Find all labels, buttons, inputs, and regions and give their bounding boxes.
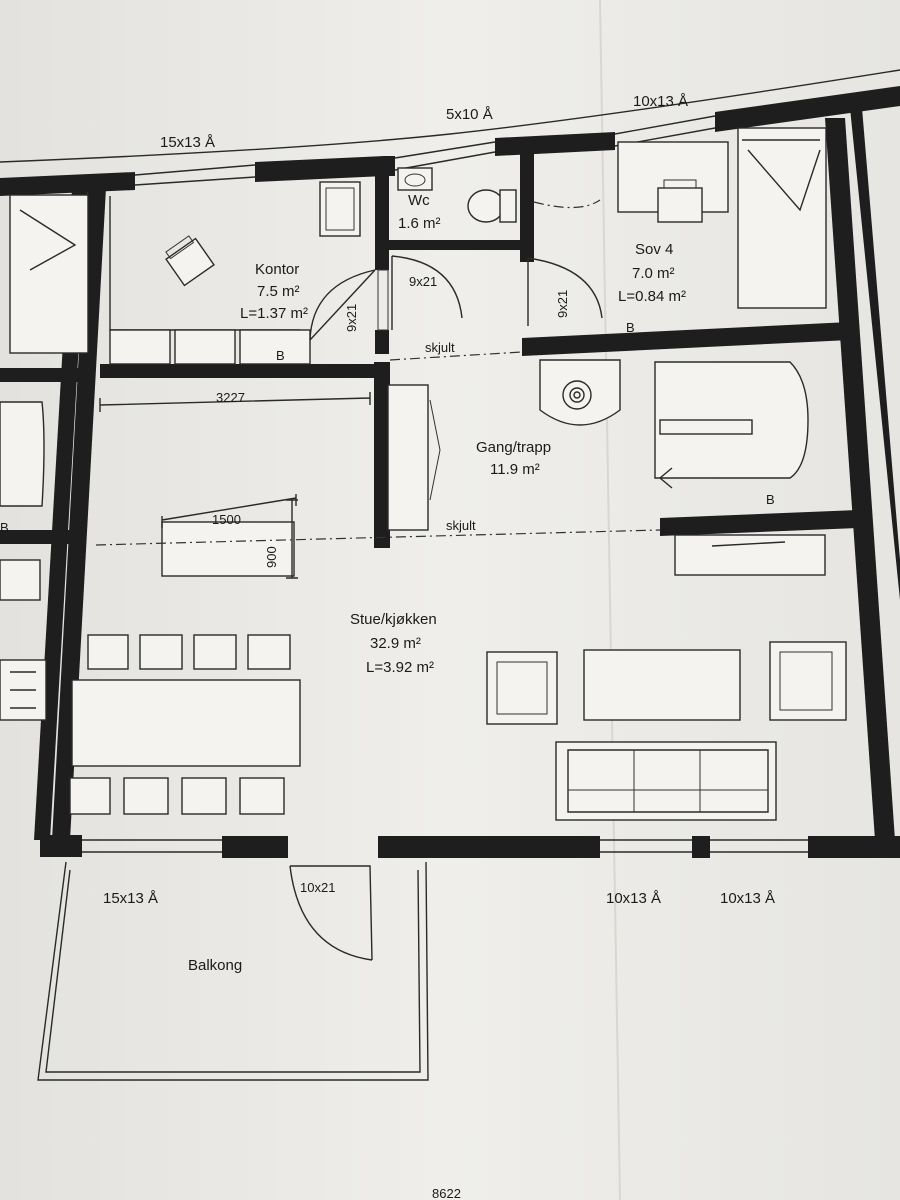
- paper-fold: [599, 0, 621, 1200]
- window-top-right: 10x13 Å: [633, 93, 688, 110]
- wc-name: Wc: [408, 192, 430, 209]
- kontor-l: L=1.37 m²: [240, 305, 308, 322]
- kontor-name: Kontor: [255, 261, 299, 278]
- wc-area: 1.6 m²: [398, 215, 441, 232]
- gang-fixtures: [387, 359, 826, 576]
- interior-walls: [0, 108, 900, 840]
- exterior-bottom-wall: [40, 835, 900, 858]
- door-wc: 9x21: [409, 274, 437, 289]
- window-top-left: 15x13 Å: [160, 134, 215, 151]
- dim-8622: 8622: [432, 1186, 461, 1200]
- door-kontor: 9x21: [344, 304, 359, 332]
- window-bottom-left: 15x13 Å: [103, 890, 158, 907]
- sov4-furniture: [533, 127, 827, 309]
- b-sov4: B: [626, 320, 635, 335]
- left-neighbour: [0, 194, 89, 721]
- skjult-bottom: skjult: [446, 518, 476, 533]
- doors: [289, 255, 603, 961]
- kontor-furniture: [109, 181, 361, 365]
- dim-900: 900: [264, 546, 279, 568]
- gang-name: Gang/trapp: [476, 439, 551, 456]
- sov4-l: L=0.84 m²: [618, 288, 686, 305]
- labels: Kontor 7.5 m² L=1.37 m² Wc 1.6 m² Sov 4 …: [0, 93, 775, 1200]
- skjult-line-top: [389, 351, 523, 361]
- stue-name: Stue/kjøkken: [350, 611, 437, 628]
- stue-l: L=3.92 m²: [366, 659, 434, 676]
- stue-furniture: [69, 392, 847, 821]
- sov4-name: Sov 4: [635, 241, 673, 258]
- skjult-top: skjult: [425, 340, 455, 355]
- window-top-mid: 5x10 Å: [446, 106, 493, 123]
- stue-area: 32.9 m²: [370, 635, 421, 652]
- window-bottom-right: 10x13 Å: [720, 890, 775, 907]
- balkong-outline: [37, 861, 429, 1081]
- b-kontor: B: [276, 348, 285, 363]
- gang-area: 11.9 m²: [490, 461, 540, 478]
- b-right: B: [766, 492, 775, 507]
- dim-1500: 1500: [212, 512, 241, 527]
- wc-fixtures: [397, 167, 517, 223]
- balkong-name: Balkong: [188, 957, 242, 974]
- dim-3227: 3227: [216, 390, 245, 405]
- b-left: B: [0, 520, 9, 535]
- kontor-area: 7.5 m²: [257, 283, 300, 300]
- skjult-line-bottom: [95, 529, 661, 546]
- door-sov4: 9x21: [555, 290, 570, 318]
- door-balkong: 10x21: [300, 880, 335, 895]
- window-bottom-mid: 10x13 Å: [606, 890, 661, 907]
- sov4-area: 7.0 m²: [632, 265, 675, 282]
